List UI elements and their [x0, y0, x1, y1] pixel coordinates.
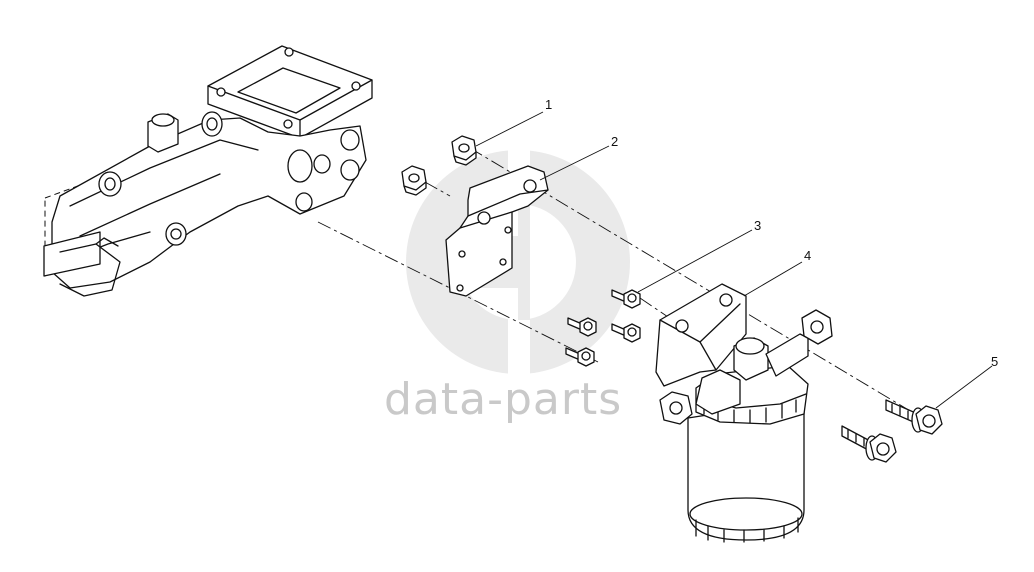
small-bolt-a [611, 289, 641, 309]
callout-5: 5 [935, 354, 998, 409]
large-bolt-a [885, 399, 943, 435]
flange-bolt-large-part-5 [841, 399, 943, 463]
small-bolt-d [565, 347, 595, 367]
engine-housing [43, 45, 373, 297]
hex-nut-secondary [401, 165, 427, 196]
hex-nut-part-1 [451, 135, 477, 166]
callout-1: 1 [475, 97, 552, 147]
callout-number-1: 1 [545, 97, 552, 112]
callout-4: 4 [743, 248, 811, 297]
watermark-brand-text: data-parts [384, 374, 622, 425]
small-bolt-b [567, 317, 597, 337]
callout-number-4: 4 [804, 248, 811, 263]
callout-number-5: 5 [991, 354, 998, 369]
small-bolt-c [611, 323, 641, 343]
large-bolt-b [841, 425, 897, 463]
mounting-bracket-part-2 [445, 165, 549, 297]
callout-2: 2 [539, 134, 618, 181]
callout-number-3: 3 [754, 218, 761, 233]
callout-3: 3 [637, 218, 761, 293]
fuel-filter-assembly-part-4 [655, 283, 833, 543]
callout-number-2: 2 [611, 134, 618, 149]
flange-bolt-small-part-3 [565, 289, 641, 367]
